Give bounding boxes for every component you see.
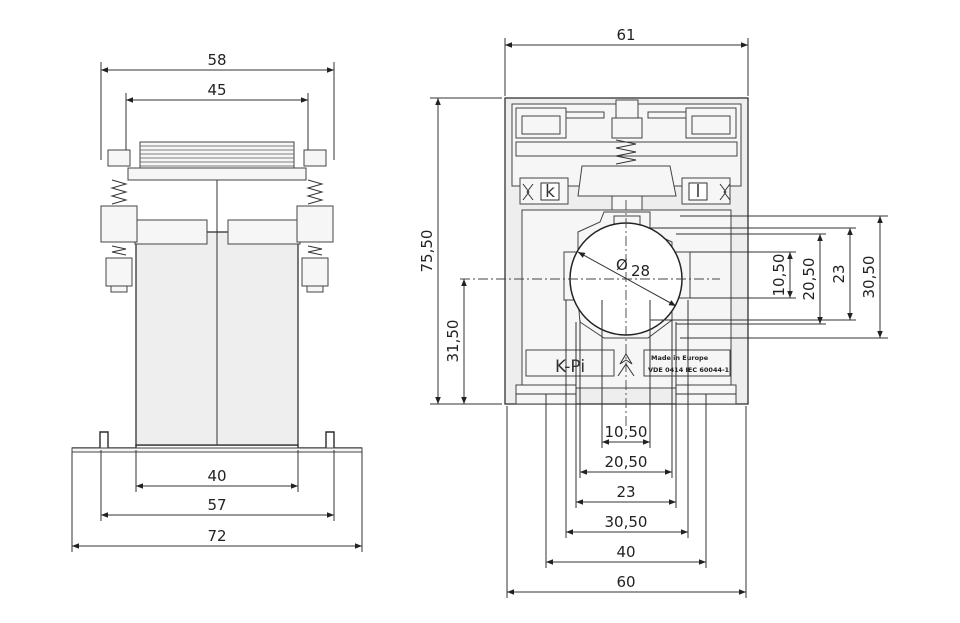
diameter-line	[577, 251, 677, 307]
dim-label-h-60: 60	[616, 573, 635, 591]
dim-label-v-10-50: 10,50	[770, 254, 788, 297]
terminal-k-label: k	[545, 182, 555, 202]
dim-label-72: 72	[207, 527, 226, 545]
diameter-symbol: Ø	[616, 256, 628, 274]
front-view: 58 45 40 57 72	[71, 51, 363, 552]
info-line-1: Made in Europe	[651, 354, 709, 362]
dim-label-v-30-50: 30,50	[860, 256, 878, 299]
dim-label-61: 61	[616, 26, 635, 44]
dim-label-h-23: 23	[616, 483, 635, 501]
dim-label-75-50: 75,50	[418, 230, 436, 273]
dim-label-45: 45	[207, 81, 226, 99]
side-view: k l Ø 28 K-Pi Made in Europe VDE 0414 IE…	[418, 26, 888, 598]
dim-label-40: 40	[207, 467, 226, 485]
model-label: K-Pi	[555, 357, 585, 377]
dim-label-h-20-50: 20,50	[605, 453, 648, 471]
diameter-label: 28	[631, 262, 650, 280]
dim-label-58: 58	[207, 51, 226, 69]
dim-label-h-10-50: 10,50	[605, 423, 648, 441]
dim-label-57: 57	[207, 496, 226, 514]
terminal-l-label: l	[696, 182, 701, 202]
info-line-2: VDE 0414 IEC 60044-1	[648, 366, 730, 374]
dim-label-h-40: 40	[616, 543, 635, 561]
dim-label-v-20-50: 20,50	[800, 258, 818, 301]
dim-label-31-50: 31,50	[444, 320, 462, 363]
dim-label-h-30-50: 30,50	[605, 513, 648, 531]
dim-label-v-23: 23	[830, 264, 848, 283]
